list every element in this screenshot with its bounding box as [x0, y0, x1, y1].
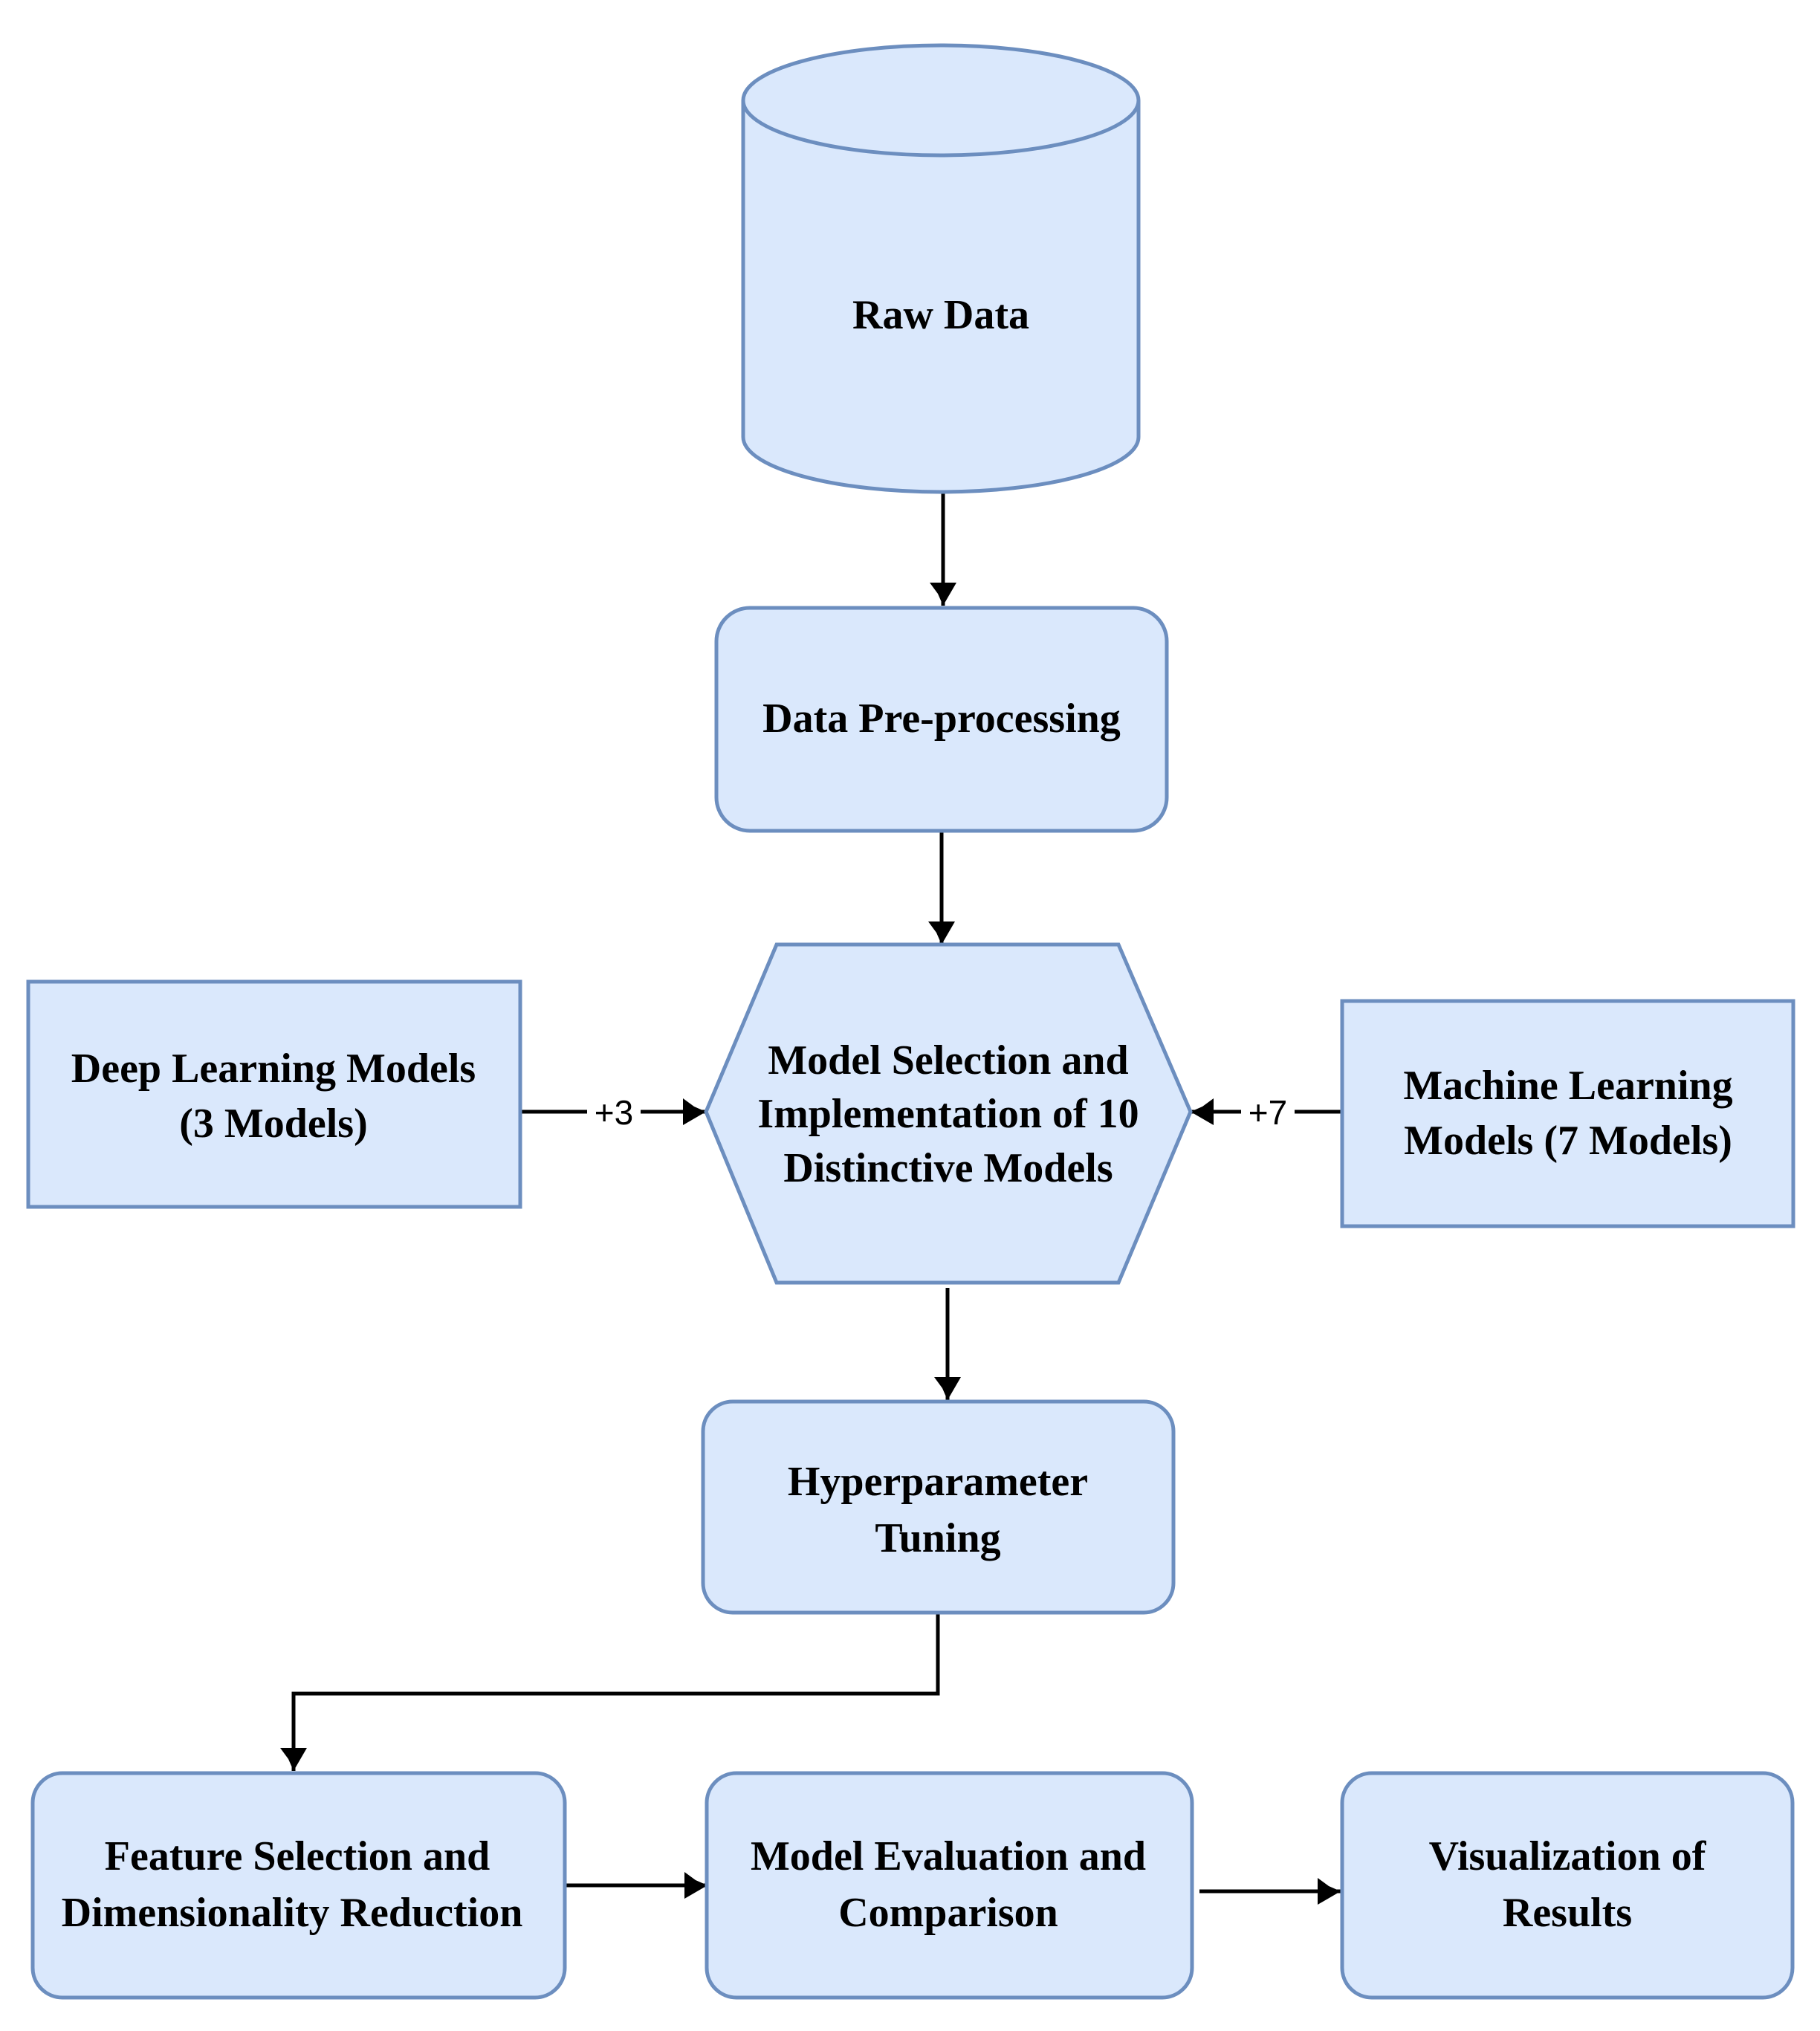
node-data-preprocessing: Data Pre-processing [714, 606, 1169, 833]
deep-learning-label-line-2: (3 Models) [179, 1101, 368, 1147]
edge-label-plus-7: +7 [1249, 1093, 1287, 1132]
node-deep-learning: Deep Learning Models (3 Models) [26, 979, 522, 1209]
model-selection-label-line-2: Implementation of 10 [757, 1091, 1139, 1137]
deep-learning-label-line-1: Deep Learning Models [71, 1046, 476, 1092]
node-model-selection: Model Selection and Implementation of 10… [704, 942, 1193, 1285]
machine-learning-label-line-2: Models (7 Models) [1404, 1118, 1732, 1164]
arrowhead-evaluation-to-visualization [1318, 1878, 1341, 1905]
preprocessing-box [714, 606, 1169, 833]
model-selection-label-line-1: Model Selection and [768, 1037, 1128, 1083]
model-evaluation-label-line-2: Comparison [838, 1890, 1058, 1936]
arrowhead-preprocessing-to-selection [928, 921, 955, 945]
model-evaluation-label-line-1: Model Evaluation and [751, 1833, 1146, 1879]
edge-hyperparameter-to-feature [291, 1613, 940, 1771]
hyperparameter-box [701, 1399, 1176, 1615]
feature-selection-box [30, 1771, 567, 2000]
raw-data-cylinder-top [741, 43, 1141, 158]
model-selection-hexagon [704, 942, 1193, 1285]
feature-selection-label-line-1: Feature Selection and [105, 1833, 490, 1879]
hyperparameter-label-line-1: Hyperparameter [788, 1459, 1088, 1505]
arrowhead-hyperparameter-to-feature [280, 1748, 307, 1771]
machine-learning-box [1340, 999, 1795, 1228]
visualization-label-line-1: Visualization of [1429, 1833, 1707, 1879]
machine-learning-label-line-1: Machine Learning [1403, 1063, 1732, 1109]
arrowhead-feature-to-evaluation [684, 1872, 707, 1899]
arrowhead-ml-to-selection [1191, 1098, 1214, 1125]
node-visualization: Visualization of Results [1340, 1771, 1795, 2000]
arrowhead-deep-to-selection [683, 1098, 706, 1125]
model-selection-label-line-3: Distinctive Models [783, 1145, 1113, 1191]
visualization-label-line-2: Results [1503, 1890, 1632, 1936]
edges: +3 +7 [280, 491, 1341, 1905]
edge-label-bg-ml [1241, 1092, 1295, 1131]
deep-learning-box [26, 979, 522, 1209]
feature-selection-label-line-2: Dimensionality Reduction [62, 1890, 523, 1936]
arrowhead-selection-to-hyperparameter [934, 1377, 961, 1400]
edge-label-bg-deep [587, 1092, 641, 1131]
node-hyperparameter-tuning: Hyperparameter Tuning [701, 1399, 1176, 1615]
raw-data-label: Raw Data [852, 292, 1029, 338]
node-raw-data: Raw Data [741, 43, 1141, 494]
node-machine-learning: Machine Learning Models (7 Models) [1340, 999, 1795, 1228]
raw-data-cylinder-body [741, 100, 1141, 494]
model-evaluation-box [705, 1771, 1194, 2000]
edge-label-plus-3: +3 [595, 1093, 633, 1132]
visualization-box [1340, 1771, 1795, 2000]
preprocessing-label: Data Pre-processing [762, 696, 1121, 742]
node-feature-selection: Feature Selection and Dimensionality Red… [30, 1771, 567, 2000]
hyperparameter-label-line-2: Tuning [875, 1515, 1000, 1561]
arrowhead-raw-to-preprocessing [930, 583, 956, 606]
node-model-evaluation: Model Evaluation and Comparison [705, 1771, 1194, 2000]
